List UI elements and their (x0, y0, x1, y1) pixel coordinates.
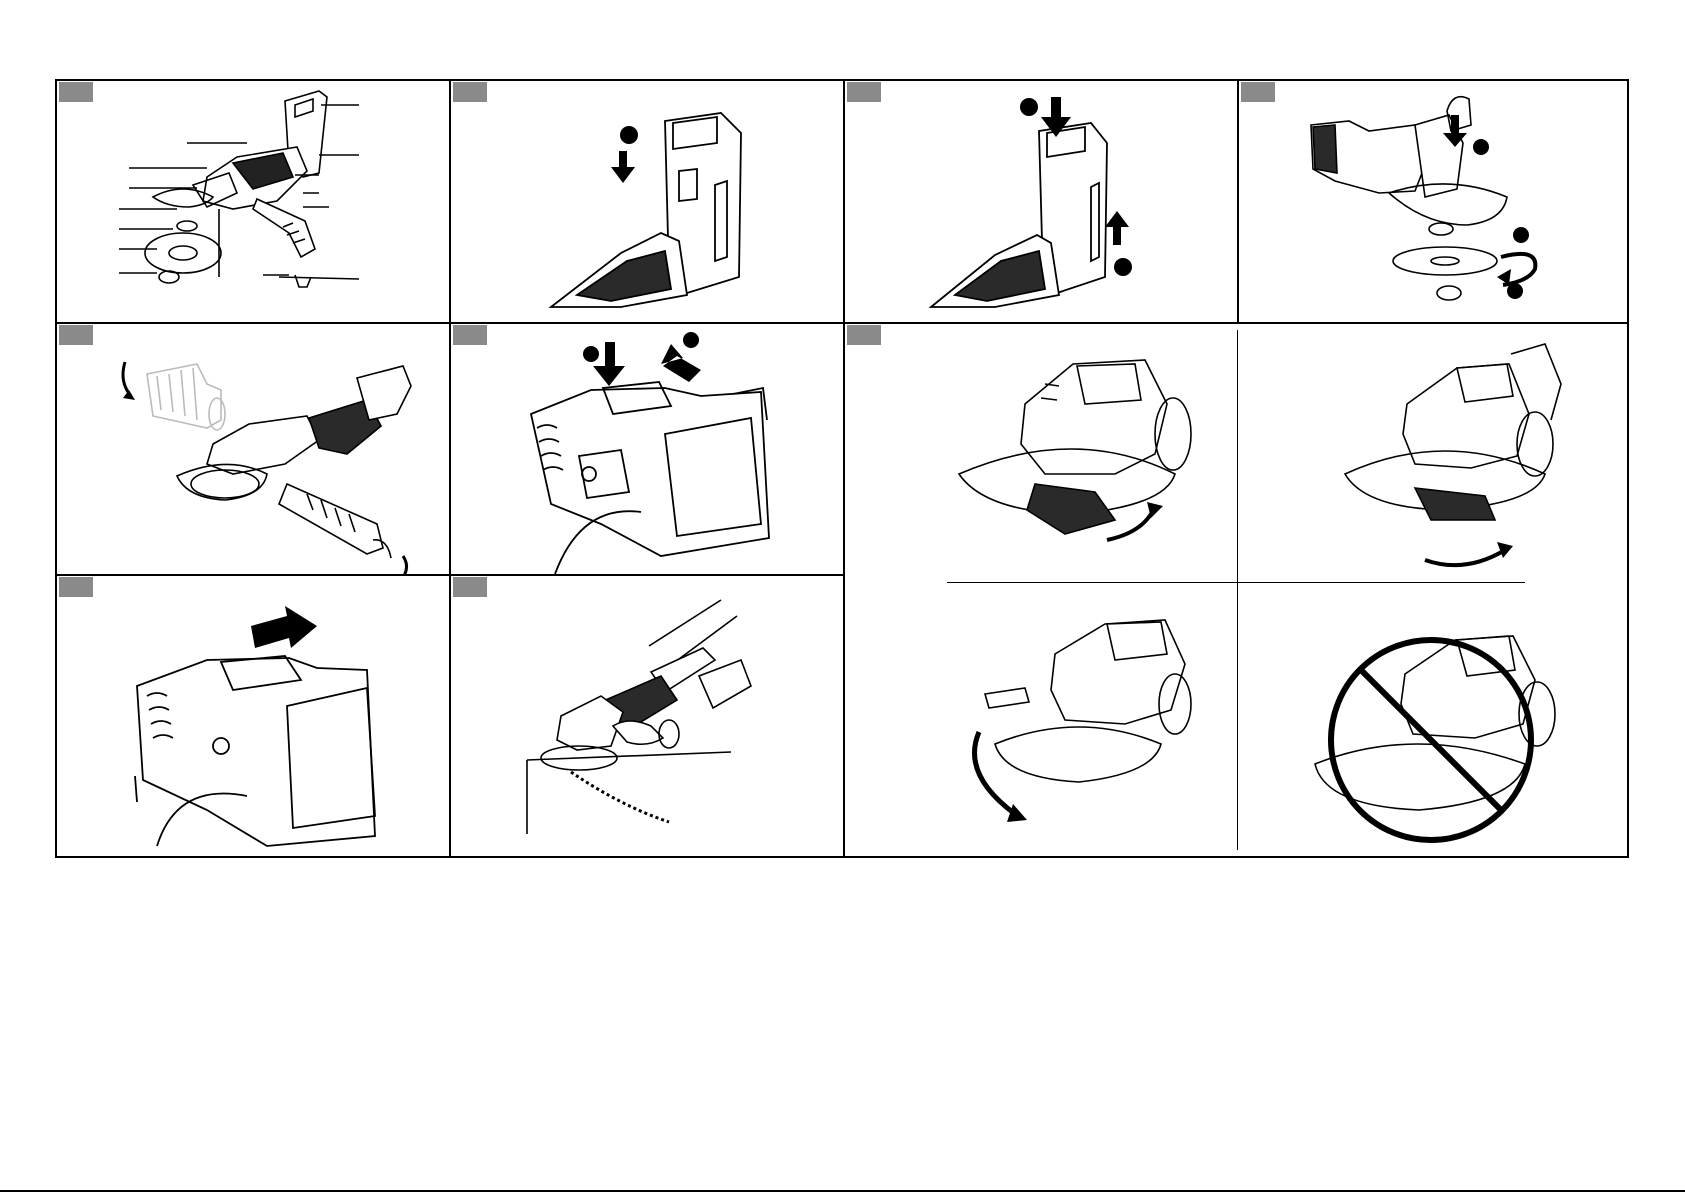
battery-insert-arrow-icon (451, 81, 843, 322)
panel-operation (451, 576, 843, 856)
panel-battery-remove (845, 81, 1237, 322)
switch-slide-press-icon (451, 324, 843, 574)
grinding-operation-icon (451, 576, 843, 856)
guard-rotate-icon (845, 324, 1627, 856)
panel-switch-on (451, 324, 843, 574)
side-handle-screw-icon (57, 324, 449, 574)
battery-release-arrow-icon (845, 81, 1237, 322)
panel-switch-lock (57, 576, 449, 856)
figure-sheet (55, 79, 1629, 858)
step-marker (620, 126, 638, 144)
panel-guard-adjust (845, 324, 1627, 856)
angle-grinder-exploded-icon (57, 81, 449, 322)
panel-wheel-mount (1239, 81, 1627, 322)
switch-slide-forward-icon (57, 576, 449, 856)
spindle-lock-rotate-icon (1239, 81, 1627, 322)
panel-side-handle (57, 324, 449, 574)
panel-battery-insert (451, 81, 843, 322)
panel-overview (57, 81, 449, 322)
